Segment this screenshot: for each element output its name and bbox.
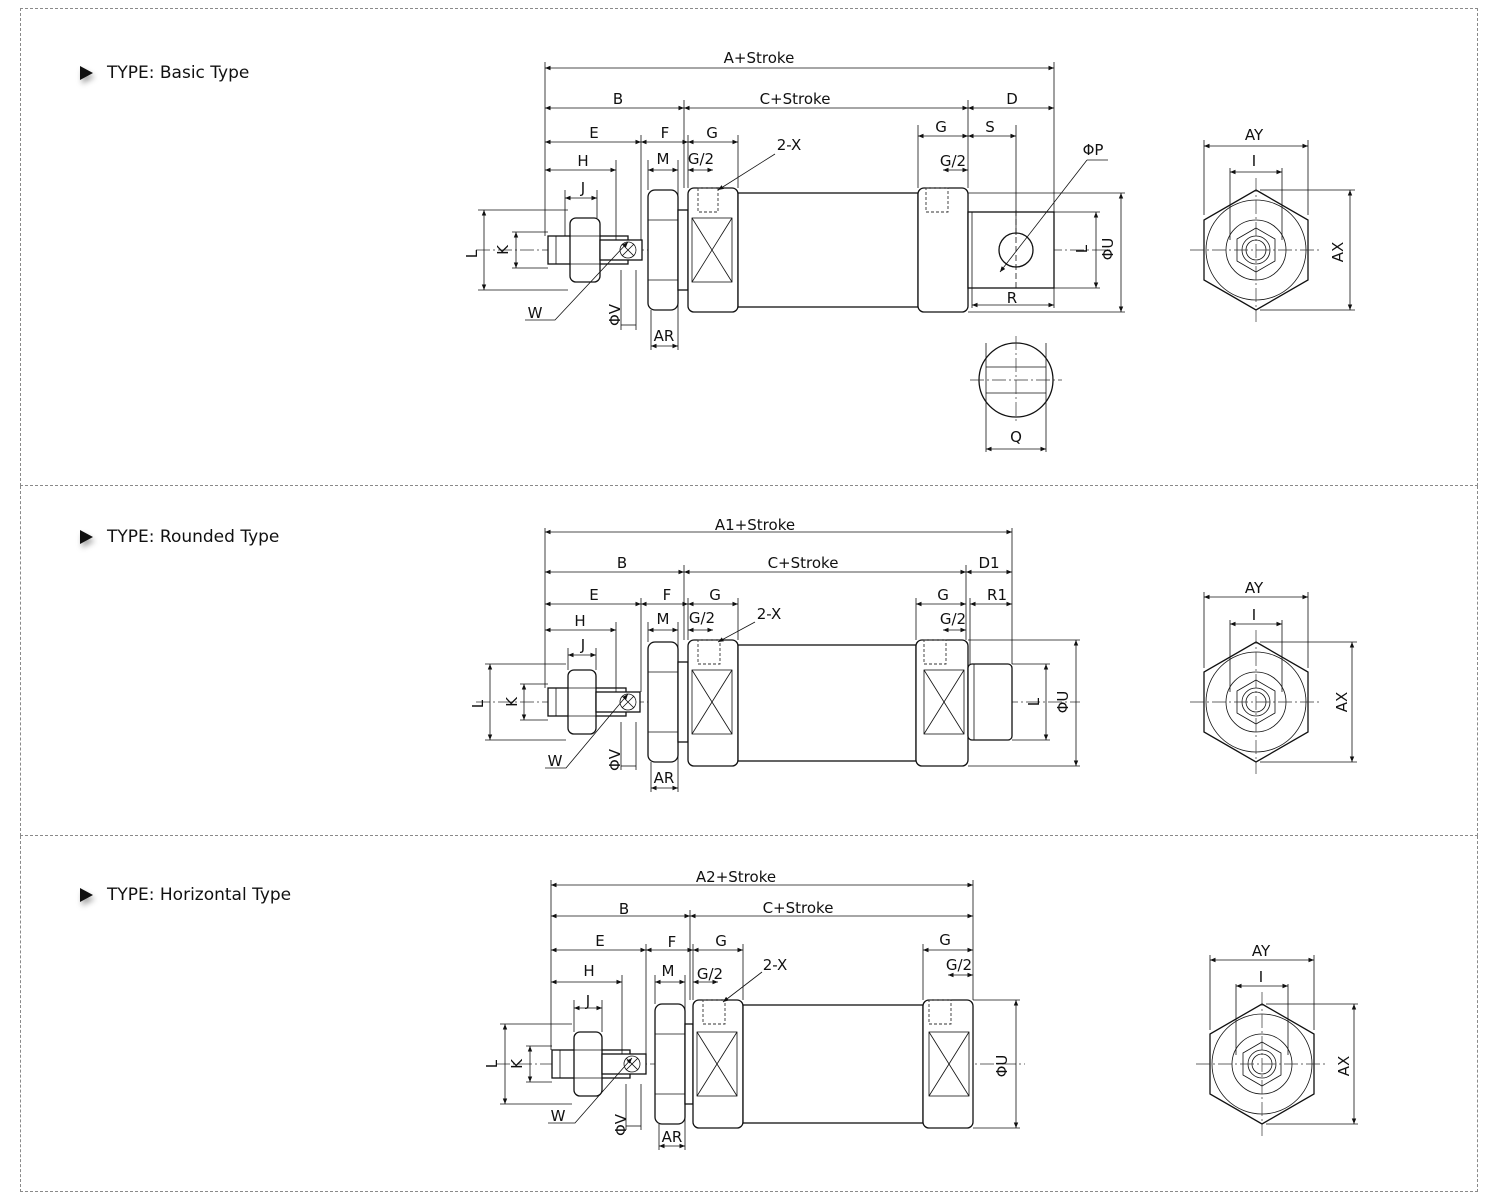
label-2x-port: 2-X xyxy=(757,605,782,623)
label-b: B xyxy=(619,900,629,918)
label-phi-u: ΦU xyxy=(993,1055,1011,1078)
label-l-right: L xyxy=(1025,697,1043,706)
label-f: F xyxy=(668,933,677,951)
section-horizontal-type xyxy=(20,836,1478,1192)
label-e: E xyxy=(595,932,604,950)
label-w: W xyxy=(551,1107,566,1125)
label-phi-v: ΦV xyxy=(606,303,624,326)
basic-type-title: TYPE: Basic Type xyxy=(107,63,250,83)
label-phi-p: ΦP xyxy=(1083,141,1104,159)
label-ar: AR xyxy=(654,327,675,345)
label-2x-port: 2-X xyxy=(777,136,802,154)
label-q: Q xyxy=(1010,428,1022,446)
label-w: W xyxy=(528,304,543,322)
triangle-bullet-icon xyxy=(80,888,93,902)
label-c-stroke: C+Stroke xyxy=(768,554,839,572)
label-e: E xyxy=(589,124,598,142)
horizontal-type-title: TYPE: Horizontal Type xyxy=(107,885,292,905)
label-e: E xyxy=(589,586,598,604)
label-phi-u: ΦU xyxy=(1099,238,1117,261)
label-g-rear: G xyxy=(937,586,949,604)
triangle-bullet-icon xyxy=(80,530,93,544)
label-g2-front: G/2 xyxy=(697,965,723,983)
label-phi-u: ΦU xyxy=(1054,691,1072,714)
label-k: K xyxy=(503,696,521,707)
label-a2-stroke: A2+Stroke xyxy=(696,868,776,886)
label-l-left: L xyxy=(469,699,487,708)
basic-type-heading: TYPE: Basic Type xyxy=(80,63,249,83)
label-b: B xyxy=(617,554,627,572)
section-rounded-type xyxy=(20,486,1478,836)
rounded-type-drawing: A1+Stroke B C+Stroke D1 E F G G R1 H M G… xyxy=(469,516,1357,792)
label-g2-front: G/2 xyxy=(689,609,715,627)
basic-end-view xyxy=(1190,178,1322,322)
label-j: J xyxy=(580,179,585,197)
label-a-stroke: A+Stroke xyxy=(724,49,795,67)
horizontal-type-drawing: A2+Stroke B C+Stroke E F G G H M G/2 G/2… xyxy=(483,868,1358,1150)
label-g-rear: G xyxy=(935,118,947,136)
label-m: M xyxy=(657,610,670,628)
label-ar: AR xyxy=(654,769,675,787)
label-2x-port: 2-X xyxy=(763,956,788,974)
label-g2-front: G/2 xyxy=(688,150,714,168)
label-l-left: L xyxy=(463,249,481,258)
label-l-left: L xyxy=(483,1059,501,1068)
label-phi-v: ΦV xyxy=(606,748,624,771)
triangle-bullet-icon xyxy=(80,66,93,80)
label-ax: AX xyxy=(1333,692,1351,713)
label-ar: AR xyxy=(662,1128,683,1146)
label-ay: AY xyxy=(1245,579,1264,597)
label-s: S xyxy=(985,118,995,136)
rounded-type-title: TYPE: Rounded Type xyxy=(107,527,280,547)
label-ax: AX xyxy=(1329,242,1347,263)
label-w: W xyxy=(548,752,563,770)
label-r1: R1 xyxy=(987,586,1007,604)
label-d1: D1 xyxy=(978,554,999,572)
label-ay: AY xyxy=(1245,126,1264,144)
label-c-stroke: C+Stroke xyxy=(760,90,831,108)
label-f: F xyxy=(663,586,672,604)
label-m: M xyxy=(657,150,670,168)
label-c-stroke: C+Stroke xyxy=(763,899,834,917)
label-g-front: G xyxy=(706,124,718,142)
label-h: H xyxy=(577,152,588,170)
label-b: B xyxy=(613,90,623,108)
rounded-type-heading: TYPE: Rounded Type xyxy=(80,527,279,547)
rounded-end-view xyxy=(1190,630,1322,774)
label-i: I xyxy=(1252,152,1256,170)
label-l-right: L xyxy=(1073,244,1091,253)
label-g-front: G xyxy=(715,932,727,950)
label-k: K xyxy=(494,244,512,255)
label-ax: AX xyxy=(1335,1056,1353,1077)
label-f: F xyxy=(661,124,670,142)
label-ay: AY xyxy=(1252,942,1271,960)
label-g2-rear: G/2 xyxy=(946,956,972,974)
horizontal-type-heading: TYPE: Horizontal Type xyxy=(80,885,291,905)
label-i: I xyxy=(1252,606,1256,624)
label-a1-stroke: A1+Stroke xyxy=(715,516,795,534)
label-g2-rear: G/2 xyxy=(940,152,966,170)
label-k: K xyxy=(508,1058,526,1069)
label-g2-rear: G/2 xyxy=(940,610,966,628)
label-j: J xyxy=(580,636,585,654)
label-g-front: G xyxy=(709,586,721,604)
label-i: I xyxy=(1259,968,1263,986)
basic-type-drawing: A+Stroke B C+Stroke D E F G G S H M G/2 … xyxy=(463,49,1355,452)
label-phi-v: ΦV xyxy=(612,1113,630,1136)
label-h: H xyxy=(583,962,594,980)
section-basic-type xyxy=(20,8,1478,486)
label-g-rear: G xyxy=(939,931,951,949)
horizontal-end-view xyxy=(1196,992,1328,1136)
label-d: D xyxy=(1006,90,1018,108)
label-h: H xyxy=(574,612,585,630)
label-j: J xyxy=(585,992,590,1010)
label-m: M xyxy=(662,962,675,980)
label-r: R xyxy=(1007,289,1017,307)
